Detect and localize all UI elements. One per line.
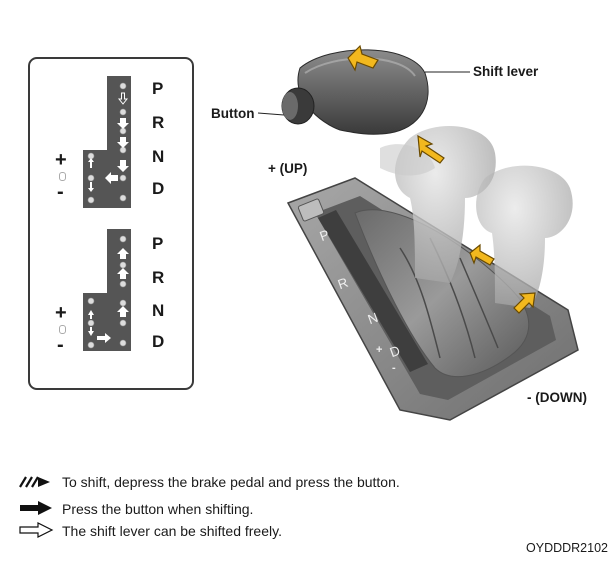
shift-pattern-panel: P R N D + - P R N D + -	[28, 57, 194, 390]
shift-knob	[297, 49, 429, 135]
legend-text: To shift, depress the brake pedal and pr…	[62, 474, 400, 490]
gear-label-r: R	[152, 113, 165, 132]
plus-sign: +	[55, 302, 67, 324]
outline-arrow-icon	[19, 522, 54, 538]
legend-text: Press the button when shifting.	[62, 501, 254, 517]
console-plus: +	[376, 344, 383, 356]
shift-lever-label: Shift lever	[473, 64, 539, 79]
lower-shift-gate	[83, 229, 131, 351]
gear-label-p: P	[152, 79, 164, 98]
shift-lever-illustration	[281, 44, 579, 421]
gear-label-d: D	[152, 179, 165, 198]
manual-indicator-icon	[59, 172, 66, 181]
up-arrow-icon	[469, 243, 495, 266]
minus-sign: -	[57, 334, 64, 356]
console-minus: -	[392, 362, 396, 374]
legend-row	[18, 520, 54, 540]
down-arrow-icon	[417, 134, 445, 164]
gear-label-n: N	[152, 301, 165, 320]
legend-text: The shift lever can be shifted freely.	[62, 523, 282, 539]
down-arrow-icon	[513, 292, 536, 314]
gear-label-r: R	[152, 268, 165, 287]
solid-arrow-icon	[20, 501, 52, 515]
gear-label-p: P	[152, 234, 164, 253]
legend-row	[18, 472, 54, 492]
plus-sign: +	[55, 149, 67, 171]
button-label: Button	[211, 106, 255, 121]
hatched-arrow-icon	[19, 476, 50, 488]
figure-code: OYDDDR2102	[526, 541, 608, 555]
legend-row	[18, 498, 54, 518]
shift-arrow-icon	[347, 44, 379, 72]
manual-indicator-icon	[59, 325, 66, 334]
gear-label-d: D	[152, 332, 165, 351]
down-label: - (DOWN)	[527, 390, 587, 405]
gear-label-n: N	[152, 147, 165, 166]
up-label: + (UP)	[268, 161, 308, 176]
minus-sign: -	[57, 181, 64, 203]
upper-shift-gate	[83, 76, 131, 208]
